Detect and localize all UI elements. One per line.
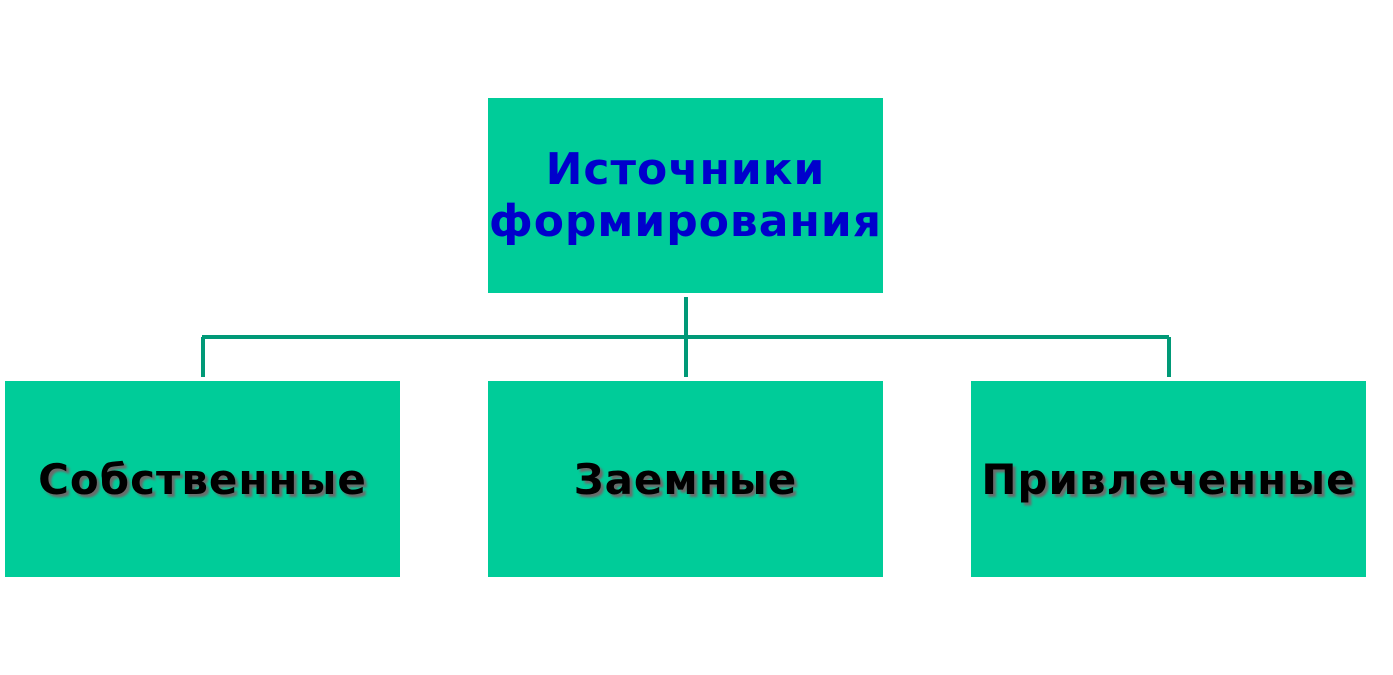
child-node-own: Собственные xyxy=(5,381,400,577)
child-node-label: Собственные xyxy=(38,454,367,504)
child-node-label: Привлеченные xyxy=(981,454,1356,504)
root-node: Источники формирования xyxy=(488,98,883,293)
child-node-attracted: Привлеченные xyxy=(971,381,1366,577)
root-node-label: Источники формирования xyxy=(489,143,882,247)
child-node-label: Заемные xyxy=(573,454,798,504)
child-node-borrowed: Заемные xyxy=(488,381,883,577)
